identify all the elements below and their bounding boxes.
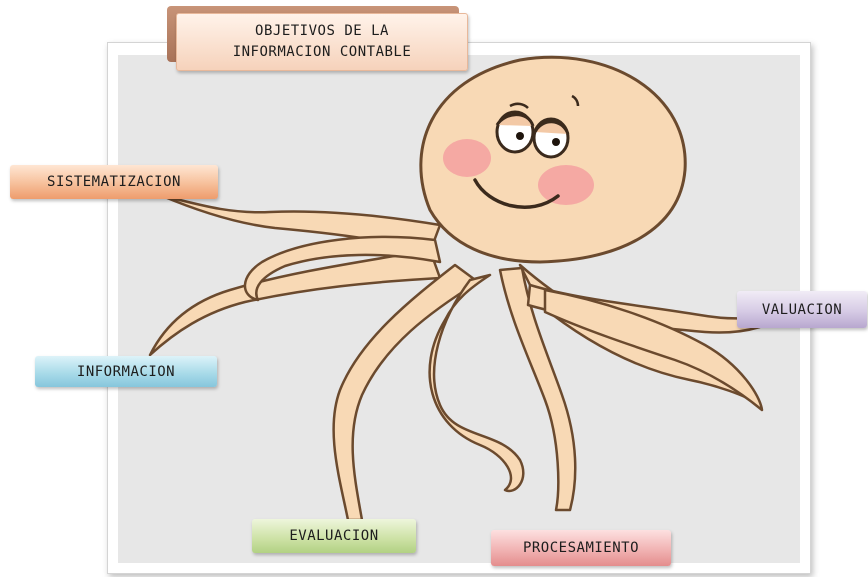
label-sistematizacion-text: SISTEMATIZACION [47,174,181,190]
pupil-left [516,132,524,140]
title-line-2: INFORMACION CONTABLE [233,42,412,63]
diagram-title: OBJETIVOS DE LA INFORMACION CONTABLE [176,13,468,71]
label-procesamiento: PROCESAMIENTO [491,530,671,566]
label-procesamiento-text: PROCESAMIENTO [523,540,639,556]
label-valuacion-text: VALUACION [762,302,842,318]
cheek-left [443,139,491,177]
label-sistematizacion: SISTEMATIZACION [10,165,218,199]
label-evaluacion: EVALUACION [252,519,416,553]
label-informacion-text: INFORMACION [77,364,175,380]
label-valuacion: VALUACION [737,291,867,328]
pupil-right [552,138,560,146]
octopus-head [421,57,685,262]
label-informacion: INFORMACION [35,356,217,387]
cheek-right [538,165,594,205]
title-line-1: OBJETIVOS DE LA [255,21,389,42]
label-evaluacion-text: EVALUACION [289,528,378,544]
